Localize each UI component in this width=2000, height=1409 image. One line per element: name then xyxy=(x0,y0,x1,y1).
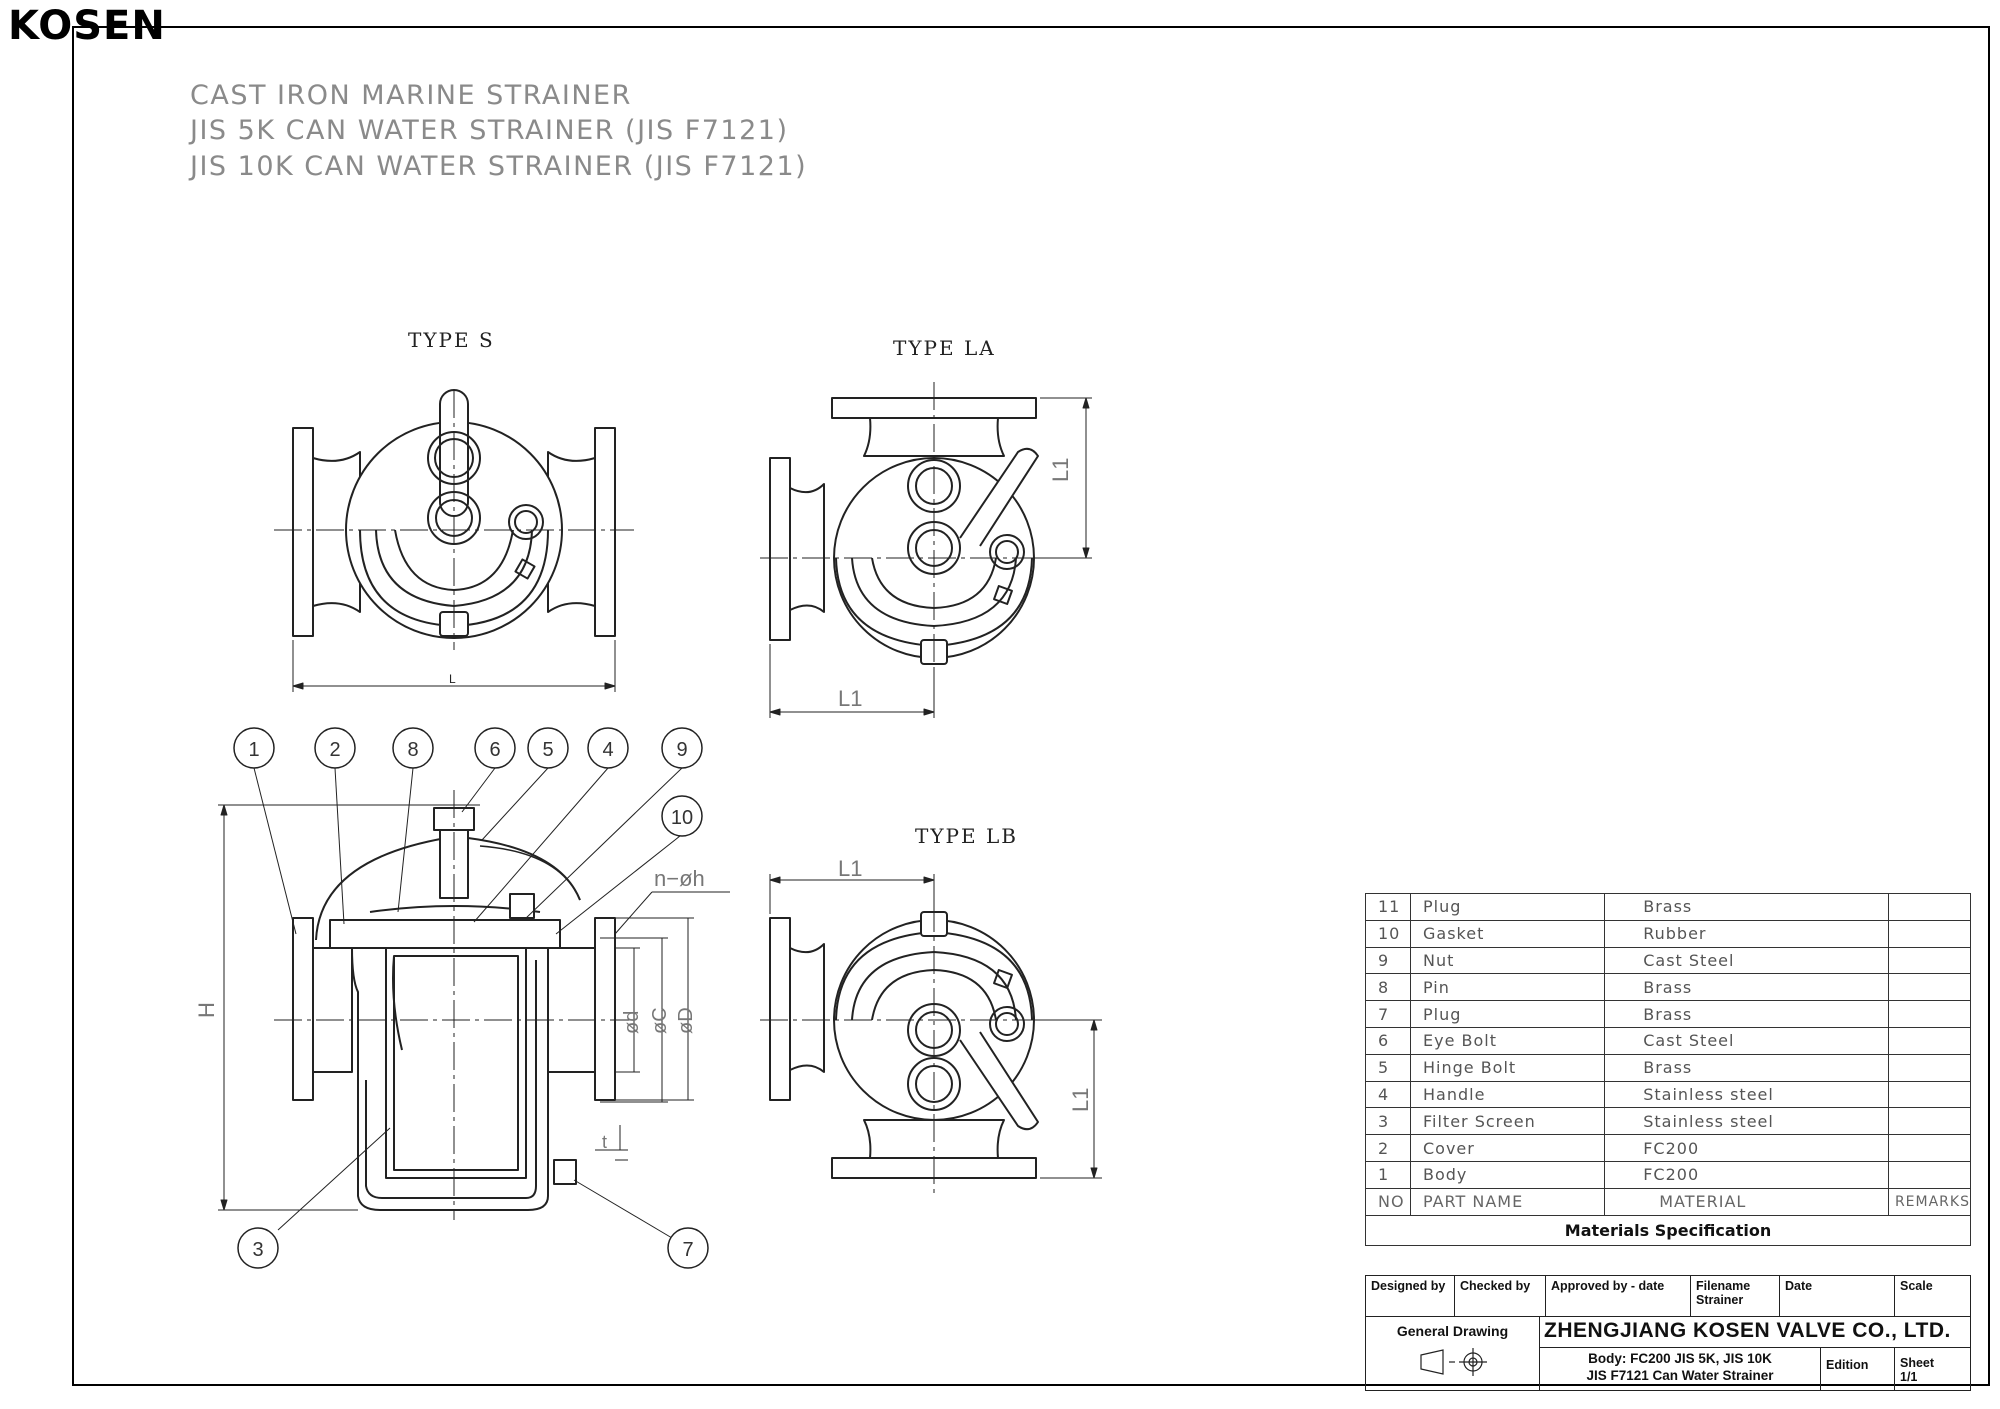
balloon-1: 1 xyxy=(248,739,259,761)
balloon-6: 6 xyxy=(489,739,500,761)
dim-L-label: L xyxy=(449,672,456,686)
balloon-4: 4 xyxy=(602,739,613,761)
scale-cell: Scale xyxy=(1894,1275,1971,1317)
title-line-2: JIS 5K CAN WATER STRAINER (JIS F7121) xyxy=(190,115,789,146)
title-line-3: JIS 10K CAN WATER STRAINER (JIS F7121) xyxy=(190,151,808,182)
checked-by-cell: Checked by xyxy=(1454,1275,1546,1317)
section-view: H ød øC øD t n−øh xyxy=(194,790,730,1220)
balloon-3: 3 xyxy=(252,1239,263,1261)
title-block: Designed by Checked by Approved by - dat… xyxy=(1365,1275,1971,1391)
drawing-border xyxy=(72,26,1990,1386)
balloon-8: 8 xyxy=(407,739,418,761)
edition-cell: Edition xyxy=(1820,1347,1895,1391)
company-name: ZHENGJIANG KOSEN VALVE CO., LTD. xyxy=(1539,1316,1971,1348)
dim-L1-lb-horizontal: L1 xyxy=(838,856,862,881)
sheet-cell: Sheet 1/1 xyxy=(1894,1347,1971,1391)
dim-L1-la-vertical: L1 xyxy=(1048,458,1073,482)
dim-bolt-label: n−øh xyxy=(654,866,705,891)
dim-L1-la-horizontal: L1 xyxy=(838,686,862,711)
materials-caption: Materials Specification xyxy=(1365,1214,1971,1246)
general-drawing-cell: General Drawing xyxy=(1365,1316,1540,1391)
filename-cell: Filename Strainer xyxy=(1690,1275,1780,1317)
type-la-label: TYPE LA xyxy=(893,336,996,360)
projection-symbol-icon xyxy=(1419,1348,1487,1377)
type-s-view: L xyxy=(274,389,634,692)
dim-C-label: øC xyxy=(649,1007,671,1034)
type-la-view: L1 L1 xyxy=(760,382,1092,718)
balloon-9: 9 xyxy=(676,739,687,761)
drawing-description: Body: FC200 JIS 5K, JIS 10K JIS F7121 Ca… xyxy=(1539,1347,1821,1391)
dim-d-label: ød xyxy=(621,1011,643,1034)
designed-by-cell: Designed by xyxy=(1365,1275,1455,1317)
dim-t-label: t xyxy=(602,1132,607,1152)
dim-H-label: H xyxy=(194,1002,219,1018)
dim-D-label: øD xyxy=(675,1007,697,1034)
type-lb-label: TYPE LB xyxy=(915,824,1018,848)
balloon-7: 7 xyxy=(682,1239,693,1261)
title-line-1: CAST IRON MARINE STRAINER xyxy=(190,80,632,111)
type-s-label: TYPE S xyxy=(408,328,495,352)
balloon-10: 10 xyxy=(671,807,693,829)
type-lb-view: L1 L1 xyxy=(760,856,1102,1194)
date-cell: Date xyxy=(1779,1275,1895,1317)
balloon-5: 5 xyxy=(542,739,553,761)
balloon-2: 2 xyxy=(329,739,340,761)
approved-by-cell: Approved by - date xyxy=(1545,1275,1691,1317)
dim-L1-lb-vertical: L1 xyxy=(1068,1088,1093,1112)
table-caption-row: Materials Specification xyxy=(1365,1214,1971,1246)
